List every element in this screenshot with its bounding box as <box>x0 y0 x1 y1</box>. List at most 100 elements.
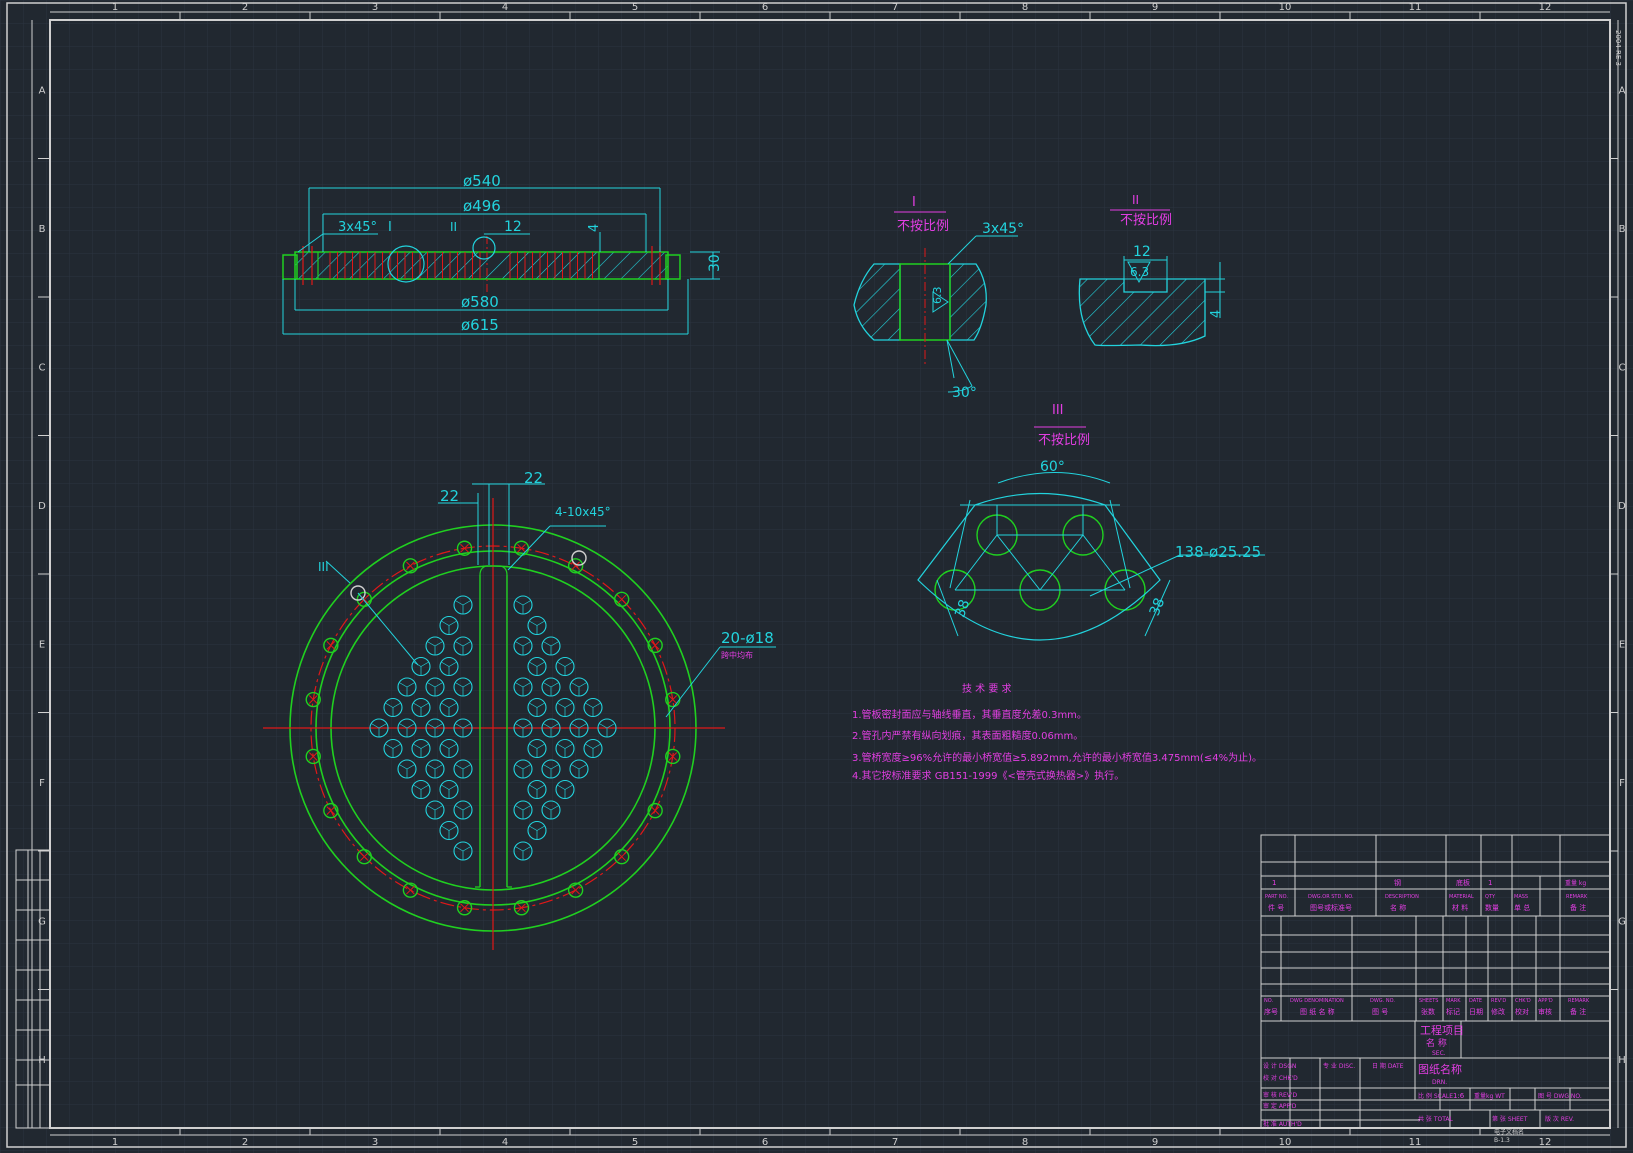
detail-i-roughness: 6.3 <box>931 287 944 305</box>
detail-i-view: I 不按比例 6.3 3x45° 30° <box>853 195 1024 401</box>
zone-row-left-E: E <box>39 639 45 650</box>
tb-part-hdr-6: MASS <box>1514 894 1528 900</box>
zone-col-bottom-2: 2 <box>242 1137 248 1148</box>
tb-role-rev: 审 核 REV'D <box>1263 1091 1298 1099</box>
bolt-hole <box>665 748 681 765</box>
plan-chamfer-note: 4-10x45° <box>555 505 611 519</box>
detail-ii-view: II 不按比例 12 6.3 4 <box>1078 193 1225 347</box>
tb-version-label: 版 次 REV. <box>1545 1115 1574 1123</box>
detail-iii-view: III 不按比例 60° 138-ø25.25 38 38 <box>917 403 1265 641</box>
zone-col-top-9: 9 <box>1152 2 1158 13</box>
zone-col-top-11: 11 <box>1409 2 1422 13</box>
tb-dwg-hdr-9: APP'D <box>1538 998 1553 1004</box>
bolt-hole <box>323 637 339 654</box>
tb-part-cn-7: 备 注 <box>1570 903 1586 912</box>
tech-item-1: 1.管板密封面应与轴线垂直，其垂直度允差0.3mm。 <box>852 708 1087 721</box>
zone-col-top-2: 2 <box>242 2 248 13</box>
tb-top-row-9: 重量 kg <box>1565 879 1586 887</box>
zone-row-right-D: D <box>1618 501 1626 512</box>
bolt-hole <box>402 558 419 574</box>
tech-item-4: 4.其它按标准要求 GB151-1999《<管壳式换热器>》执行。 <box>852 769 1124 782</box>
tb-dwg-cn-3: 图 号 <box>1372 1008 1388 1016</box>
detail-i-angle: 30° <box>952 385 977 401</box>
plan-marker-left[interactable] <box>350 585 366 601</box>
technical-requirements: 技 术 要 求 1.管板密封面应与轴线垂直，其垂直度允差0.3mm。 2.管孔内… <box>852 682 1262 782</box>
zone-col-bottom-7: 7 <box>892 1137 898 1148</box>
dim-d615: ø615 <box>461 316 499 334</box>
tb-dwg-hdr-2: DWG DENOMINATION <box>1290 998 1344 1004</box>
zone-col-bottom-5: 5 <box>632 1137 638 1148</box>
detail-iii-note: 不按比例 <box>1038 433 1090 448</box>
zone-col-top-6: 6 <box>762 2 768 13</box>
label-detail-i: I <box>388 220 392 235</box>
tb-dwg-cn-1: 序号 <box>1264 1007 1278 1016</box>
tb-part-hdr-2: DWG.OR STD. NO. <box>1308 894 1354 900</box>
zone-row-right-C: C <box>1619 362 1626 373</box>
tb-role-app: 审 定 APP'D <box>1263 1102 1297 1110</box>
bolt-hole <box>456 540 473 556</box>
zone-row-right-A: A <box>1619 85 1626 96</box>
detail-iii-angle: 60° <box>1040 459 1065 475</box>
tb-scale-label: 比 例 SCALE <box>1418 1092 1453 1100</box>
bolt-hole <box>613 848 630 865</box>
dim-d496: ø496 <box>463 197 501 215</box>
zone-col-top-5: 5 <box>632 2 638 13</box>
section-view: ø540 ø496 3x45° I II 12 4 30 ø580 ø615 <box>282 172 723 335</box>
zone-col-bottom-12: 12 <box>1539 1137 1552 1148</box>
section-body <box>294 251 669 280</box>
tb-top-row-5: 1 <box>1488 879 1492 887</box>
dim-d580: ø580 <box>461 293 499 311</box>
zone-col-top-1: 1 <box>112 2 118 13</box>
tb-dwg-hdr-4: SHEETS <box>1419 998 1438 1004</box>
detail-ii-marker[interactable] <box>472 236 496 260</box>
tb-dwg-hdr-8: CHK'D <box>1515 998 1531 1004</box>
tb-role-disc: 专 业 DISC. <box>1323 1062 1355 1070</box>
tb-role-chk: 校 对 CHK'D <box>1263 1074 1298 1082</box>
detail-i-chamfer: 3x45° <box>982 221 1024 237</box>
detail-iii-hole-pattern <box>917 492 1161 641</box>
detail-ii-width: 12 <box>1133 244 1151 260</box>
tb-top-row-1: 1 <box>1272 879 1276 887</box>
tb-dwg-cn-2: 图 纸 名 称 <box>1300 1007 1335 1016</box>
label-detail-ii: II <box>450 220 457 234</box>
tb-part-cn-1: 件 号 <box>1268 903 1284 912</box>
tb-part-hdr-4: MATERIAL <box>1449 894 1474 900</box>
zone-row-left-A: A <box>39 85 46 96</box>
zone-row-right-G: G <box>1618 916 1626 927</box>
tb-file-value: B-1.3 <box>1494 1137 1510 1144</box>
tb-part-cn-3: 名 称 <box>1390 903 1406 912</box>
bolt-hole-ring <box>305 540 681 916</box>
tb-dwg-cn-4: 张数 <box>1421 1007 1435 1016</box>
tb-part-cn-4: 材 料 <box>1452 903 1468 912</box>
tb-dwg-hdr-5: MARK <box>1446 998 1461 1004</box>
bolt-hole <box>305 691 321 708</box>
zone-row-right-E: E <box>1619 639 1625 650</box>
zone-col-bottom-10: 10 <box>1279 1137 1292 1148</box>
bolt-hole <box>305 748 321 765</box>
dim-d540: ø540 <box>463 172 501 190</box>
tb-drawing-name-label: 图纸名称 <box>1418 1062 1462 1076</box>
tb-total-label: 共 张 TOTAL <box>1418 1115 1454 1123</box>
detail-i-title: I <box>912 195 916 210</box>
plan-dim-right: 22 <box>524 469 543 487</box>
zone-col-bottom-3: 3 <box>372 1137 378 1148</box>
tb-dwg-cn-9: 审核 <box>1538 1007 1552 1016</box>
tb-project-name-label: 名 称 <box>1426 1037 1447 1049</box>
tb-role-auth: 批 准 AUTH'D <box>1263 1120 1302 1128</box>
detail-ii-roughness: 6.3 <box>1130 265 1149 279</box>
tb-dwg-cn-10: 备 注 <box>1570 1007 1586 1016</box>
tb-role-date: 日 期 DATE <box>1372 1062 1404 1070</box>
detail-i-marker[interactable] <box>387 245 425 283</box>
plan-marker-right[interactable] <box>571 550 587 566</box>
zone-row-left-C: C <box>39 362 46 373</box>
plan-bolt-note: 跨中均布 <box>721 650 753 660</box>
bolt-hole <box>647 637 663 654</box>
plan-bolt-holes: 20-ø18 <box>721 629 774 647</box>
zone-col-bottom-6: 6 <box>762 1137 768 1148</box>
tb-drawing-no-label: 图 号 DWG NO. <box>1538 1093 1582 1100</box>
zone-col-bottom-9: 9 <box>1152 1137 1158 1148</box>
tb-dwg-cn-6: 日期 <box>1469 1008 1483 1016</box>
bolt-hole <box>323 802 339 819</box>
